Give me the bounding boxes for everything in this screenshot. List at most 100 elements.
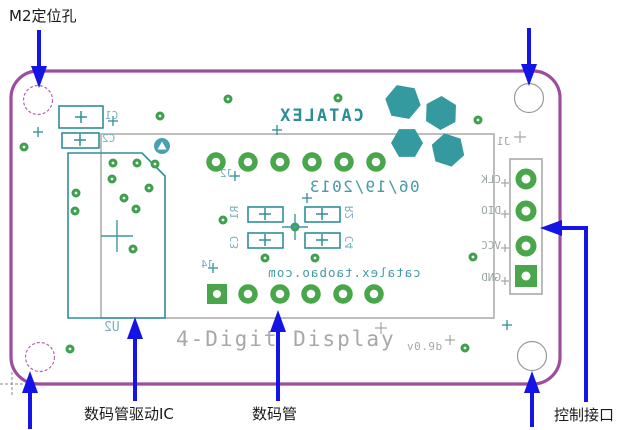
vias	[19, 93, 483, 354]
silk-cross-marker	[75, 111, 87, 123]
label-digit-display: 数码管	[252, 405, 298, 423]
through-hole-pad	[515, 168, 537, 190]
pin-label-gnd: GND	[481, 271, 501, 284]
label-driver-ic: 数码管驱动IC	[84, 405, 174, 423]
via-hole	[153, 162, 157, 166]
hexagon	[431, 133, 465, 167]
arrow-control-interface	[540, 220, 588, 402]
silk-cross-marker	[101, 220, 133, 252]
connector-j1-outline	[509, 158, 543, 295]
silk-cross-marker	[316, 234, 328, 246]
via-hole	[313, 256, 317, 260]
silk-cross-marker	[502, 320, 512, 330]
silk-cross-marker	[33, 127, 43, 137]
through-hole-pad	[270, 152, 290, 172]
refdes-j4: J4	[201, 258, 215, 271]
refdes-c2: C2	[102, 132, 116, 145]
silk-cross-marker	[501, 244, 509, 252]
driver-ic-outline	[67, 152, 166, 319]
through-hole-pad	[238, 152, 258, 172]
silk-cross-marker	[108, 116, 118, 126]
pad-hole	[213, 290, 221, 298]
via-hole	[135, 161, 139, 165]
silk-product-name: 4-Digit Display	[176, 327, 396, 351]
silk-cross-marker	[282, 214, 308, 240]
mounting-hole-top-left	[22, 84, 54, 116]
through-hole-pad	[270, 284, 290, 304]
silk-cross-marker	[230, 171, 240, 181]
pin-label-dio: DIO	[481, 204, 501, 217]
silk-cross-marker	[501, 210, 509, 218]
via-hole	[122, 196, 126, 200]
refdes-r2: R2	[343, 205, 357, 220]
via-hole	[476, 118, 480, 122]
silk-url: catalex.taobao.com	[267, 265, 421, 280]
through-hole-pad	[301, 284, 321, 304]
refdes-c3: C3	[228, 235, 242, 250]
arrow-driver-ic	[127, 317, 143, 401]
refdes-r1: R1	[228, 205, 242, 220]
component-c4-outline	[304, 232, 341, 249]
silk-cross-marker	[272, 125, 282, 135]
component-c3-outline	[247, 232, 284, 249]
silk-cross-marker	[302, 193, 312, 203]
via-hole	[111, 161, 115, 165]
through-hole-pad	[334, 152, 354, 172]
solder-pads	[206, 152, 537, 304]
refdes-c4: C4	[343, 235, 357, 250]
pad-hole	[521, 271, 531, 281]
mounting-hole-bottom-left	[24, 341, 56, 373]
through-hole-pad	[366, 152, 386, 172]
arrow-bottom-left-hole	[22, 371, 38, 429]
via-hole	[263, 256, 267, 260]
via-hole	[74, 191, 78, 195]
via-hole	[336, 96, 340, 100]
silk-cross-marker	[501, 179, 509, 187]
silk-version: v0.9b	[407, 340, 443, 353]
silk-crosses	[33, 111, 526, 345]
label-control-interface: 控制接口	[554, 406, 615, 424]
silk-cross-marker	[501, 277, 509, 285]
through-hole-pad	[302, 152, 322, 172]
through-hole-pad	[364, 284, 384, 304]
hexagon-logo	[385, 85, 465, 167]
via-hole	[147, 186, 151, 190]
refdes-j2: J2	[220, 167, 234, 180]
via-hole	[131, 247, 135, 251]
via-hole	[158, 114, 162, 118]
display-module-outline	[100, 133, 495, 319]
orientation-marker-icon	[154, 138, 170, 154]
origin-crosshair-marker	[0, 372, 28, 396]
component-c2-outline	[61, 132, 100, 149]
hexagon	[426, 96, 456, 130]
through-hole-pad	[515, 235, 537, 257]
silk-cross-marker	[259, 208, 271, 220]
label-mounting-hole: M2定位孔	[9, 7, 77, 25]
via-hole	[226, 97, 230, 101]
pin-label-clk: CLK	[481, 173, 501, 186]
silk-cross-marker	[74, 134, 86, 146]
via-hole	[68, 347, 72, 351]
arrow-digit-display	[270, 310, 286, 401]
hexagon-logo-center-dot	[416, 115, 426, 125]
hexagon	[385, 85, 421, 119]
through-hole-pad	[333, 284, 353, 304]
pin-label-vcc: VCC	[481, 239, 501, 252]
via-hole	[221, 218, 225, 222]
refdes-c1: C1	[105, 109, 119, 122]
via-hole	[22, 145, 26, 149]
component-r2-outline	[304, 206, 341, 223]
through-hole-pad	[206, 152, 226, 172]
arrow-top-right-hole	[521, 28, 537, 86]
via-hole	[73, 209, 77, 213]
arrow-bottom-right-hole	[524, 371, 540, 427]
refdes-u2: U2	[104, 320, 120, 335]
arrow-top-left-hole	[31, 30, 47, 88]
component-r1-outline	[247, 206, 284, 223]
via-hole	[463, 346, 467, 350]
component-c1-outline	[58, 105, 104, 129]
silk-cross-marker	[208, 263, 218, 273]
via-hole	[471, 255, 475, 259]
